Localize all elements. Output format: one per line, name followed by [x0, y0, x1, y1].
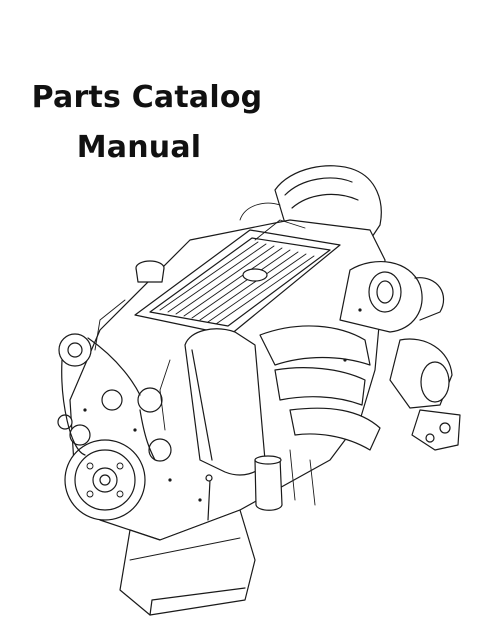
- engine-illustration: [40, 160, 480, 625]
- engine-drawing-icon: [57, 165, 461, 616]
- title-line-1: Parts Catalog: [31, 80, 263, 115]
- engine-mount: [411, 409, 461, 451]
- idler-pulley: [101, 389, 123, 411]
- oil-filter: [254, 457, 283, 511]
- title-line-2: Manual: [76, 130, 202, 165]
- intake-pipe: [259, 325, 371, 366]
- valve-cover: [134, 229, 341, 336]
- oil-pan: [119, 509, 256, 616]
